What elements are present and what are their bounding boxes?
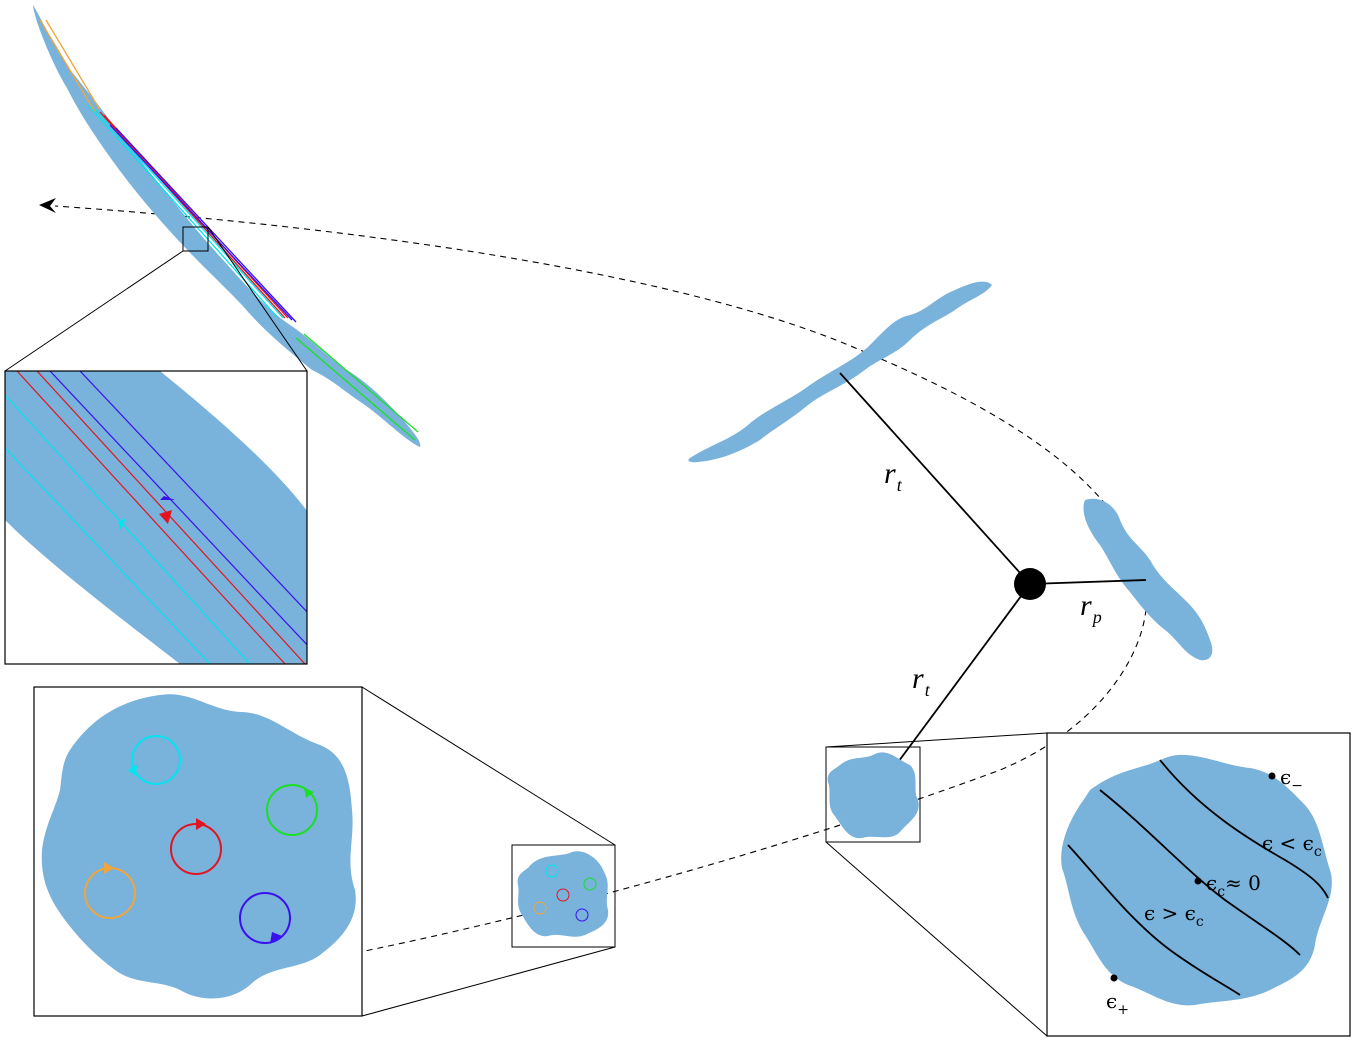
eps-zero-dot: [1194, 877, 1202, 885]
eps-plus-dot: [1110, 974, 1118, 982]
stream-zoom-box: [182, 226, 209, 252]
stream-orbits: [39, 19, 419, 441]
arrowhead-icon: [196, 818, 206, 830]
arrowhead-icon: [160, 496, 175, 500]
star-small-right: [827, 752, 919, 839]
stretched-star-upper: [688, 281, 992, 463]
rp-label: rp: [1080, 589, 1102, 627]
arrowhead-icon: [270, 932, 282, 944]
arrowhead-icon: [104, 862, 114, 874]
small-star-orbits: [533, 864, 597, 922]
eps-zero-label: ϵc≈ 0: [1206, 871, 1261, 900]
arrowhead-icon: [118, 518, 126, 530]
eps-plus-label: ϵ+: [1106, 989, 1129, 1018]
arrowhead-icon: [39, 198, 56, 213]
star-zoom-box-center: [511, 844, 616, 948]
black-hole-icon: [1014, 568, 1046, 600]
debris-stream: [33, 5, 421, 447]
rt-lower-label: rt: [912, 662, 931, 700]
stretched-star-right: [1083, 498, 1213, 661]
eps-less-label: ϵ < ϵc: [1262, 831, 1322, 860]
eps-minus-dot: [1268, 772, 1276, 780]
arrowhead-icon: [304, 788, 314, 798]
eps-greater-label: ϵ > ϵc: [1144, 901, 1204, 930]
arrowhead-icon: [159, 510, 172, 524]
energy-inset-panel: ϵ− ϵ < ϵc ϵc≈ 0 ϵ > ϵc ϵ+: [1046, 732, 1351, 1037]
stream-inset-panel: [4, 370, 308, 665]
star-zoom-box-right: [825, 746, 921, 843]
star-small-center: [517, 851, 609, 937]
arrowhead-icon: [128, 764, 138, 776]
rt-upper-label: rt: [884, 457, 903, 495]
eps-minus-label: ϵ−: [1280, 765, 1303, 794]
star-inset-panel: [33, 686, 363, 1017]
